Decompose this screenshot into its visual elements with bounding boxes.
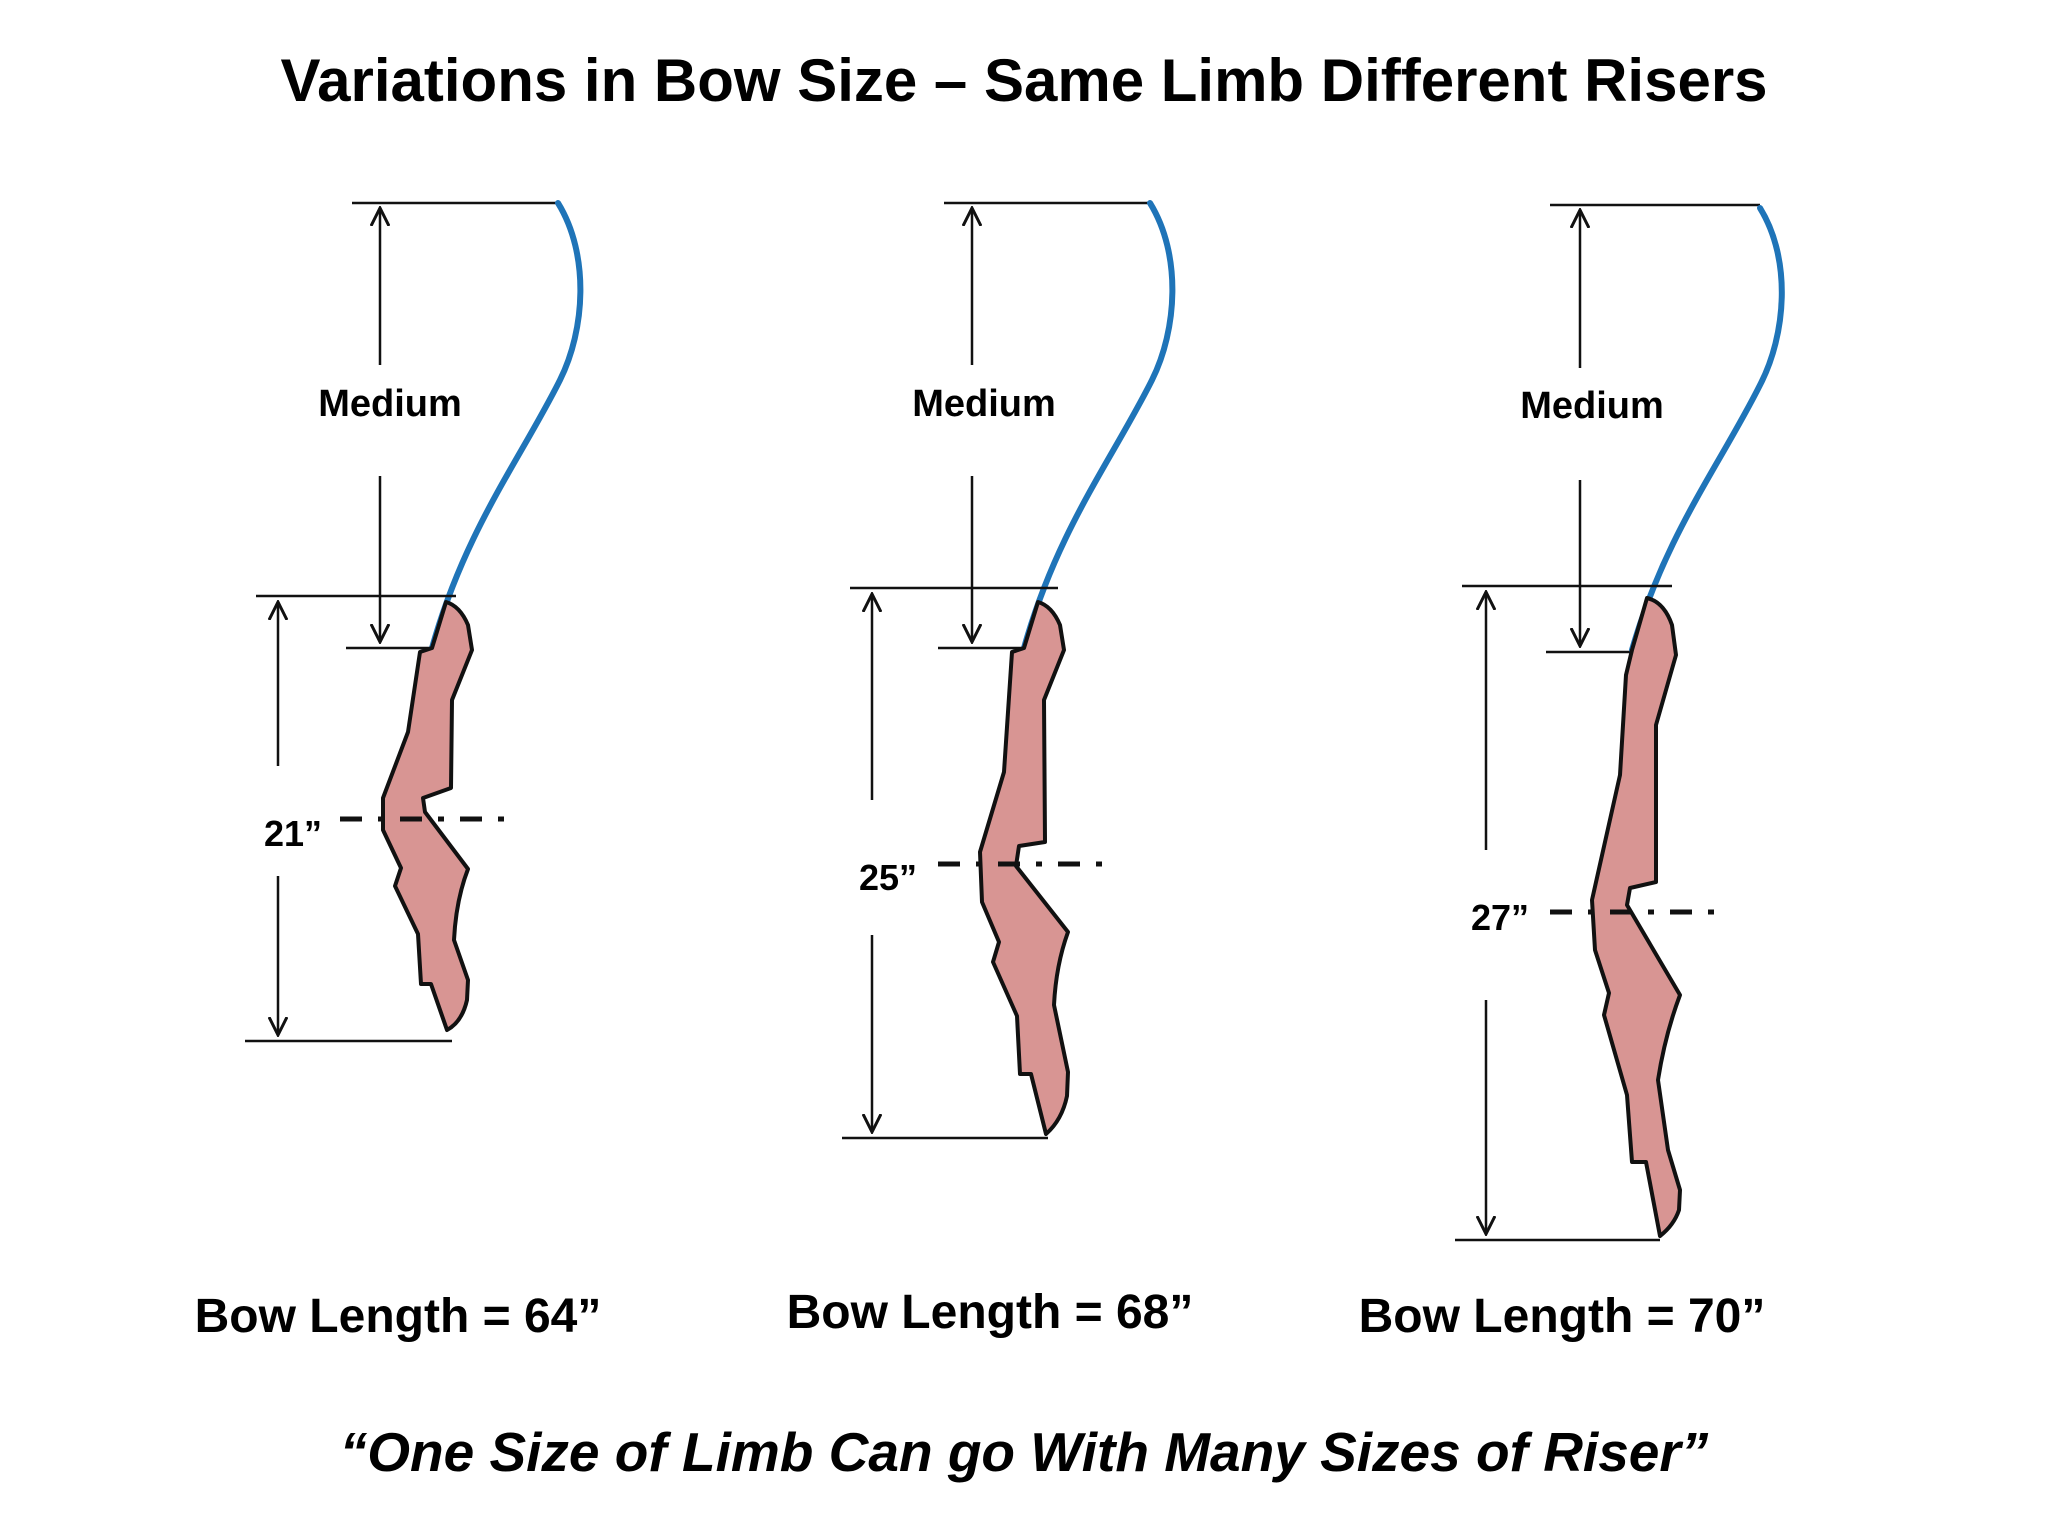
bow-length-label-1: Bow Length = 64” <box>195 1290 602 1343</box>
riser-2 <box>978 600 1070 1136</box>
limb-1 <box>429 200 584 651</box>
bow-length-label-3: Bow Length = 70” <box>1359 1290 1766 1343</box>
limb-2 <box>1021 200 1176 651</box>
bow-length-label-2: Bow Length = 68” <box>787 1286 1194 1339</box>
riser-dimension-3 <box>1455 584 1672 1242</box>
limb-label-2: Medium <box>912 383 1056 425</box>
diagram-title: Variations in Bow Size – Same Limb Diffe… <box>280 47 1768 114</box>
riser-length-label-2: 25” <box>859 857 917 898</box>
riser-1 <box>381 600 474 1032</box>
limb-dimension-1 <box>346 201 558 650</box>
caption-quote: “One Size of Limb Can go With Many Sizes… <box>339 1421 1709 1483</box>
limb-dimension-3 <box>1546 203 1760 654</box>
riser-dimension-1 <box>245 594 456 1043</box>
limb-3 <box>1629 205 1785 653</box>
riser-length-label-1: 21” <box>264 813 322 854</box>
bow-1: Medium 21” Bow Length = 64” <box>195 200 602 1343</box>
limb-label-3: Medium <box>1520 385 1664 427</box>
bow-3: Medium 27” Bow Length = 70” <box>1359 203 1785 1343</box>
limb-dimension-2 <box>938 201 1150 650</box>
limb-label-1: Medium <box>318 383 462 425</box>
riser-dimension-2 <box>842 586 1058 1140</box>
bow-2: Medium 25” Bow Length = 68” <box>787 200 1194 1339</box>
riser-length-label-3: 27” <box>1471 897 1529 938</box>
riser-3 <box>1590 596 1682 1238</box>
